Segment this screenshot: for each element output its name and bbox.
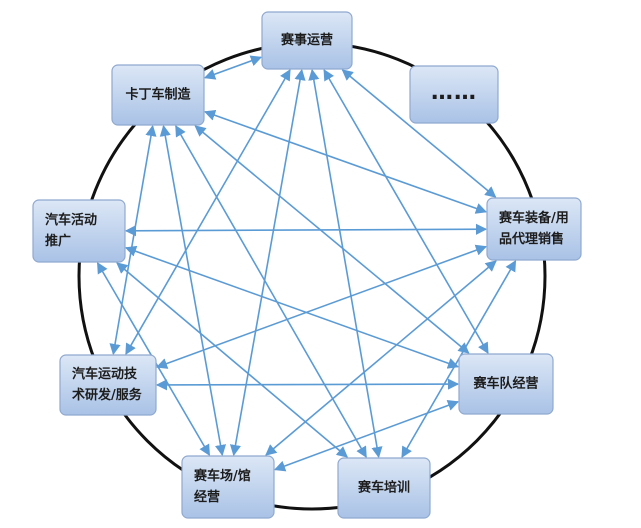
node-box-team-operation	[458, 353, 554, 415]
connection-equipment-sales-tech-rd	[155, 244, 488, 369]
node-label-team-operation-1: 赛车队经营	[472, 376, 538, 392]
node-label-kart-making-1: 卡丁车制造	[125, 87, 191, 103]
node-label-car-events-2: 推广	[45, 233, 71, 249]
connection-car-events-equipment-sales	[124, 223, 488, 237]
node-label-equipment-sales-2: 品代理销售	[499, 231, 564, 247]
node-box-tech-rd	[59, 354, 157, 416]
node-kart-making: 卡丁车制造	[111, 64, 205, 126]
node-box-equipment-sales	[486, 197, 582, 261]
node-label-racing-training-1: 赛车培训	[357, 480, 410, 496]
node-more: ……	[409, 65, 499, 124]
node-racing-training: 赛车培训	[337, 457, 431, 519]
node-label-tech-rd-2: 术研发/服务	[71, 387, 143, 403]
node-box-kart-making	[111, 64, 205, 126]
node-box-venue-operation	[181, 455, 275, 519]
node-team-operation: 赛车队经营	[458, 353, 554, 415]
node-label-car-events-1: 汽车活动	[45, 212, 97, 228]
node-label-venue-operation-2: 经营	[194, 489, 220, 505]
node-label-more-1: ……	[431, 80, 477, 105]
connection-event-operation-kart-making	[203, 55, 263, 80]
node-box-event-operation	[261, 11, 353, 70]
node-event-operation: 赛事运营	[261, 11, 353, 70]
connection-kart-making-equipment-sales	[203, 109, 488, 214]
connection-venue-operation-team-operation	[273, 400, 460, 472]
node-label-venue-operation-1: 赛车场/馆	[193, 468, 251, 484]
node-box-car-events	[32, 199, 126, 263]
node-box-racing-training	[337, 457, 431, 519]
node-label-equipment-sales-1: 赛车装备/用	[498, 210, 569, 226]
node-box-more	[409, 65, 499, 124]
industry-nodes: 赛事运营……赛车装备/用品代理销售赛车队经营赛车培训赛车场/馆经营汽车运动技术研…	[32, 11, 582, 519]
connection-event-operation-venue-operation	[229, 68, 306, 457]
connection-kart-making-racing-training	[175, 125, 367, 458]
connection-kart-making-venue-operation	[159, 124, 227, 457]
node-venue-operation: 赛车场/馆经营	[181, 455, 275, 519]
connection-event-operation-racing-training	[308, 68, 383, 459]
node-label-tech-rd-1: 汽车运动技	[72, 366, 138, 382]
connection-tech-rd-team-operation	[155, 378, 460, 391]
connection-car-events-team-operation	[124, 245, 460, 369]
connection-lines	[96, 55, 517, 472]
node-label-event-operation-1: 赛事运营	[280, 32, 333, 48]
